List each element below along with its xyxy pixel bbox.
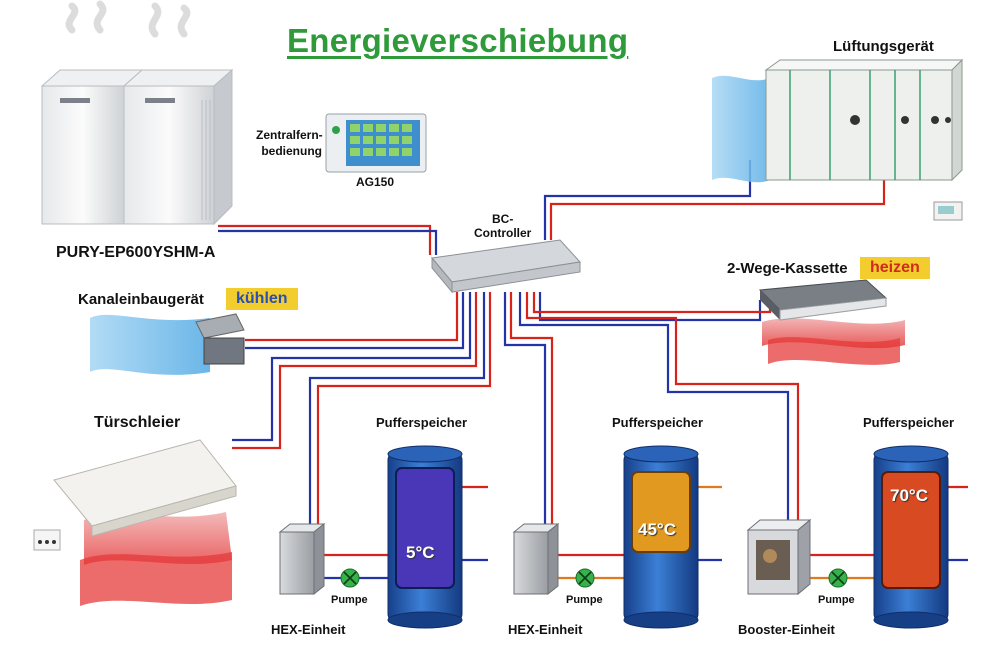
hex-unit-1-graphic: [278, 522, 326, 596]
pump-1-graphic: [340, 568, 360, 588]
buffer-tank-2-graphic: [623, 445, 699, 629]
duct-unit-graphic: [90, 313, 245, 375]
ventilation-unit-label: Lüftungsgerät: [833, 38, 934, 55]
tank-3-temperature: 70°C: [890, 486, 928, 505]
central-remote-graphic: [325, 113, 427, 173]
booster-unit-graphic: [746, 518, 812, 596]
cassette-graphic: [758, 279, 905, 365]
pump-2-graphic: [575, 568, 595, 588]
pump-1-label: Pumpe: [331, 594, 368, 606]
pump-2-label: Pumpe: [566, 594, 603, 606]
remote-label-line2: bedienung: [261, 144, 322, 158]
buffer-tank-1-graphic: [387, 445, 463, 629]
cassette-label: 2-Wege-Kassette: [727, 260, 848, 277]
hex-unit-2-label: HEX-Einheit: [508, 622, 583, 637]
bc-controller-label-line1: BC-: [492, 212, 514, 226]
outdoor-unit-graphic: [40, 0, 234, 226]
hex-unit-2-graphic: [512, 522, 560, 596]
duct-unit-label: Kanaleinbaugerät: [78, 291, 204, 308]
refrigerant-pipes: [218, 160, 886, 528]
booster-unit-label: Booster-Einheit: [738, 622, 835, 637]
pump-3-graphic: [828, 568, 848, 588]
ventilation-unit-graphic: [712, 58, 964, 221]
buffer-tank-2-label: Pufferspeicher: [612, 415, 704, 430]
remote-model-label: AG150: [356, 175, 395, 189]
bc-controller-label-line2: Controller: [474, 226, 532, 240]
pump-3-label: Pumpe: [818, 594, 855, 606]
bc-controller-graphic: [431, 239, 581, 294]
hex-unit-1-label: HEX-Einheit: [271, 622, 346, 637]
air-curtain-label: Türschleier: [94, 414, 181, 431]
air-curtain-graphic: [33, 439, 237, 606]
outdoor-unit-label: PURY-EP600YSHM-A: [56, 244, 216, 261]
tank-1-temperature: 5°C: [406, 543, 435, 562]
cool-badge: kühlen: [226, 288, 298, 310]
heat-badge: heizen: [860, 257, 930, 279]
buffer-tank-3-graphic: [873, 445, 949, 629]
buffer-tank-3-label: Pufferspeicher: [863, 415, 955, 430]
diagram-title: Energieverschiebung: [287, 22, 629, 59]
remote-label-line1: Zentralfern-: [256, 128, 323, 142]
buffer-tank-1-label: Pufferspeicher: [376, 415, 468, 430]
tank-2-temperature: 45°C: [638, 520, 676, 539]
